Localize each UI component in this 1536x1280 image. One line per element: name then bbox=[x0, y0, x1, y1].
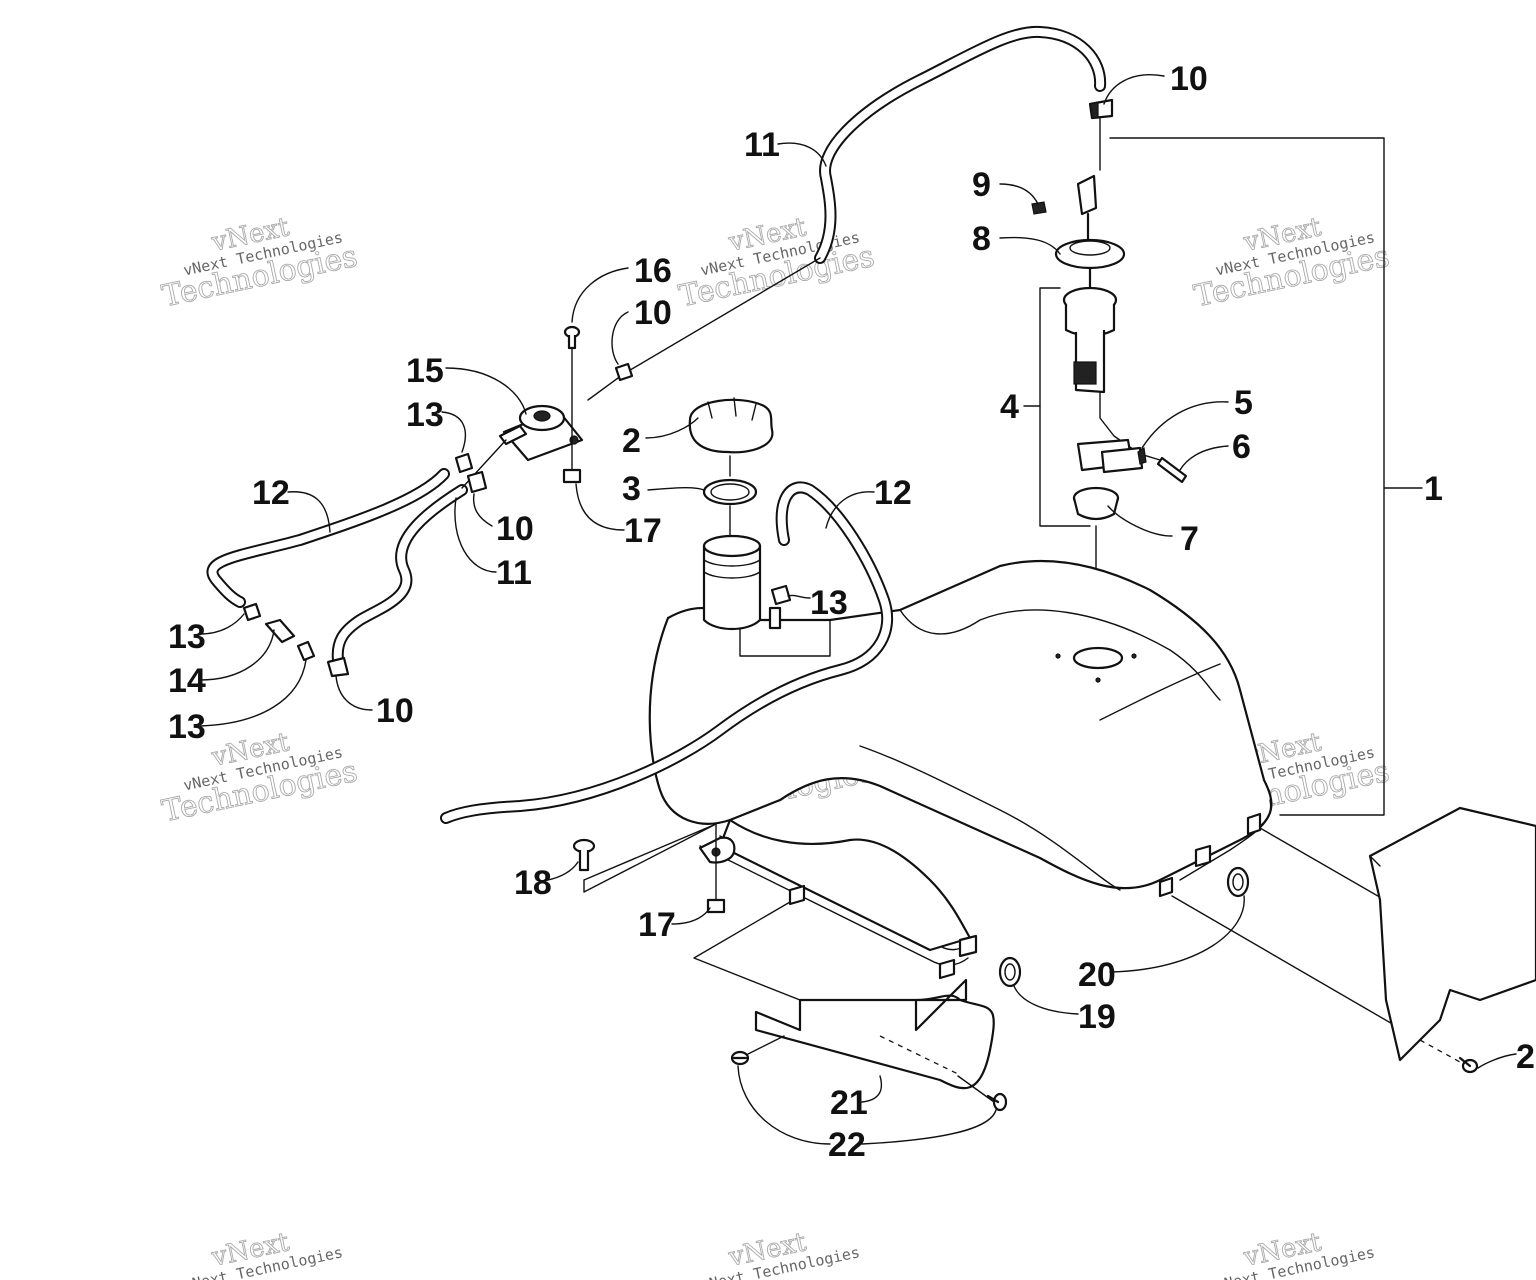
watermark-9: vNext vNext Technologies bbox=[1214, 1227, 1377, 1280]
screw-9 bbox=[1031, 201, 1047, 215]
grommet-20 bbox=[1226, 866, 1250, 898]
connector-14 bbox=[264, 618, 296, 644]
watermark-3: vNext vNext Technologies Technologies bbox=[1191, 212, 1393, 315]
screw-22-right-shield bbox=[1458, 1056, 1479, 1074]
callout-15: 15 bbox=[406, 352, 444, 390]
hose-clamp-10-bottom bbox=[326, 656, 350, 678]
callout-9: 9 bbox=[972, 166, 991, 204]
callout-10: 10 bbox=[496, 510, 534, 548]
fuel-hose-12-left bbox=[206, 468, 450, 608]
callout-leaders bbox=[199, 74, 1517, 1145]
callout-19: 19 bbox=[1078, 998, 1116, 1036]
hose-clamp-13-left-a bbox=[242, 602, 262, 622]
callout-13: 13 bbox=[810, 584, 848, 622]
callout-21: 21 bbox=[830, 1084, 868, 1122]
callout-13: 13 bbox=[406, 396, 444, 434]
callout-10: 10 bbox=[1170, 60, 1208, 98]
bolt-18-leader bbox=[583, 823, 717, 893]
watermark-7: vNext vNext Technologies bbox=[182, 1227, 345, 1280]
filter-leader-line bbox=[587, 377, 619, 401]
pump-group-bracket bbox=[1039, 287, 1091, 527]
heat-shield-21 bbox=[754, 978, 995, 1090]
fuel-pump-assembly bbox=[1054, 174, 1161, 474]
hose-clamp-13-tank bbox=[770, 584, 792, 606]
callout-17: 17 bbox=[624, 512, 662, 550]
filler-gasket-3 bbox=[702, 478, 758, 506]
callout-1: 1 bbox=[1424, 470, 1443, 508]
callout-18: 18 bbox=[514, 864, 552, 902]
shield-21-screw-right-leader bbox=[957, 1075, 995, 1103]
fuel-filter-15 bbox=[498, 404, 584, 462]
hose-clamp-10-left bbox=[466, 470, 488, 494]
vent-hose-leader-line bbox=[619, 257, 821, 377]
pump-connector bbox=[1076, 174, 1098, 216]
assembly-bracket bbox=[1109, 137, 1423, 816]
callout-5: 5 bbox=[1234, 384, 1253, 422]
watermark-2: vNext vNext Technologies Technologies bbox=[676, 212, 878, 315]
gasket-7 bbox=[1072, 486, 1120, 521]
nut-17-upper bbox=[562, 468, 582, 484]
shield-21-dashed bbox=[879, 1035, 959, 1075]
pump-motor bbox=[1073, 361, 1097, 385]
callout-20: 20 bbox=[1078, 956, 1116, 994]
shield-21-screw-left-leader bbox=[747, 1035, 785, 1055]
callout-10: 10 bbox=[634, 294, 672, 332]
callout-17: 17 bbox=[638, 906, 676, 944]
callout-7: 7 bbox=[1180, 520, 1199, 558]
heat-shield-right bbox=[1368, 806, 1536, 1062]
callout-labels: 10 11 9 8 16 10 15 13 2 4 5 6 1 12 3 12 … bbox=[168, 60, 1536, 1164]
callout-11: 11 bbox=[496, 554, 532, 592]
watermark-1: vNext vNext Technologies Technologies bbox=[159, 212, 361, 315]
callout-16: 16 bbox=[634, 252, 672, 290]
callout-22: 22 bbox=[828, 1126, 866, 1164]
hose-clamp-10-filter bbox=[614, 362, 634, 382]
grommet-19 bbox=[998, 956, 1022, 988]
callout-14: 14 bbox=[168, 662, 206, 700]
vent-hose-upper bbox=[814, 25, 1107, 264]
fuel-hose-12-right bbox=[440, 481, 894, 824]
callout-13: 13 bbox=[168, 618, 206, 656]
hose-clamp-13-left-b bbox=[296, 640, 316, 662]
callout-8: 8 bbox=[972, 220, 991, 258]
callout-2: 2 bbox=[622, 422, 641, 460]
callout-12: 12 bbox=[252, 474, 290, 512]
callout-11: 11 bbox=[744, 126, 780, 164]
fuel-tank bbox=[648, 534, 1273, 980]
callout-6: 6 bbox=[1232, 428, 1251, 466]
hose-clamp-top bbox=[1088, 98, 1114, 120]
screw-22-left bbox=[730, 1050, 750, 1066]
hose-clamp-13-filter bbox=[454, 452, 474, 474]
nut-17-lower bbox=[706, 898, 726, 914]
callout-10: 10 bbox=[376, 692, 414, 730]
callout-22: 22 bbox=[1516, 1038, 1536, 1076]
right-shield-mount-line-lower bbox=[1171, 895, 1421, 1041]
watermark-8: vNext vNext Technologies bbox=[699, 1227, 862, 1280]
vent-hose-11-left bbox=[331, 484, 468, 666]
fuel-cap-2 bbox=[688, 397, 774, 454]
callout-12: 12 bbox=[874, 474, 912, 512]
clip-5 bbox=[1137, 446, 1147, 465]
callout-13: 13 bbox=[168, 708, 206, 746]
screw-22-right bbox=[986, 1092, 1008, 1112]
pump-flange bbox=[1054, 238, 1126, 270]
bolt-16 bbox=[563, 325, 581, 350]
right-shield-dashed bbox=[1419, 1039, 1461, 1063]
callout-4: 4 bbox=[1000, 388, 1019, 426]
bolt-18 bbox=[572, 838, 596, 872]
callout-3: 3 bbox=[622, 470, 641, 508]
screw-6 bbox=[1156, 456, 1188, 484]
